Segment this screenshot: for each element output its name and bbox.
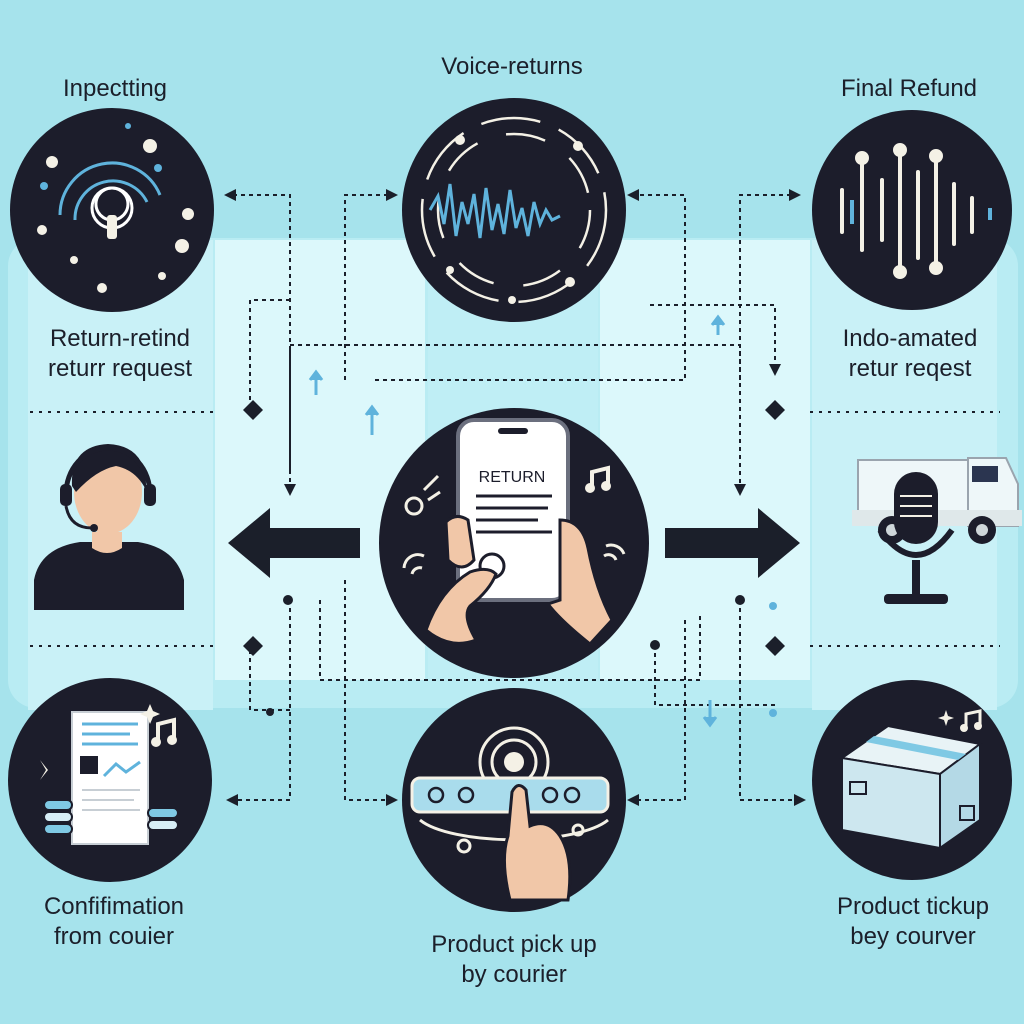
- phone-screen-text: RETURN: [479, 469, 546, 486]
- panel-center-right: [600, 240, 810, 680]
- phone-in-hands-icon: [379, 408, 649, 678]
- step-title-inspecting: Inpectting: [62, 75, 168, 102]
- step-label-pickup-center: Product pick up by courier: [431, 931, 597, 988]
- dot-node: [769, 709, 777, 717]
- accent-arrow: [308, 369, 324, 395]
- dot-node: [769, 602, 777, 610]
- final-refund-circle: [812, 110, 1012, 310]
- dot-node: [283, 595, 293, 605]
- diamond-node: [765, 400, 785, 420]
- accent-arrow: [702, 700, 718, 728]
- left-arrow: [228, 508, 360, 578]
- inspecting-circle: [10, 108, 214, 312]
- headset-agent-icon: [34, 444, 184, 610]
- connector-arrow: [375, 189, 686, 381]
- accent-arrow: [364, 404, 380, 435]
- step-label-pickup-right: Product tickup bey courver: [836, 893, 990, 950]
- connector-arrow: [224, 189, 291, 470]
- dot-node: [735, 595, 745, 605]
- truck-microphone-icon: [852, 457, 1022, 604]
- diamond-node: [243, 400, 263, 420]
- step-label-return-request-left: Return-retind returr request: [47, 325, 193, 382]
- connector-arrow: [739, 189, 801, 380]
- diamond-node: [243, 636, 263, 656]
- document-coins-icon: [8, 678, 212, 882]
- step-label-return-request-right: Indo-amated retur reqest: [842, 325, 978, 382]
- dot-node: [650, 640, 660, 650]
- connector-arrow: [226, 600, 291, 806]
- package-box-icon: [812, 680, 1012, 880]
- dot-node: [266, 708, 274, 716]
- connector-arrow: [319, 600, 701, 681]
- voice-returns-circle: [402, 98, 626, 322]
- accent-arrow: [710, 314, 726, 335]
- step-title-final-refund: Final Refund: [840, 75, 978, 102]
- right-arrow: [665, 508, 800, 578]
- panel-center-left: [215, 240, 425, 680]
- diamond-node: [765, 636, 785, 656]
- connector-arrow: [249, 650, 290, 711]
- step-title-voice-returns: Voice-returns: [441, 53, 583, 80]
- connector-arrow: [654, 645, 775, 706]
- hand-press-button-icon: [402, 688, 626, 912]
- connector-arrow: [344, 580, 398, 806]
- connector-arrow: [650, 304, 781, 376]
- connector-arrow: [249, 299, 290, 400]
- connector-arrow: [627, 620, 686, 806]
- connector-arrow: [344, 189, 398, 380]
- connector-arrow: [739, 600, 806, 806]
- step-label-confirmation: Confifimation from couier: [43, 893, 185, 950]
